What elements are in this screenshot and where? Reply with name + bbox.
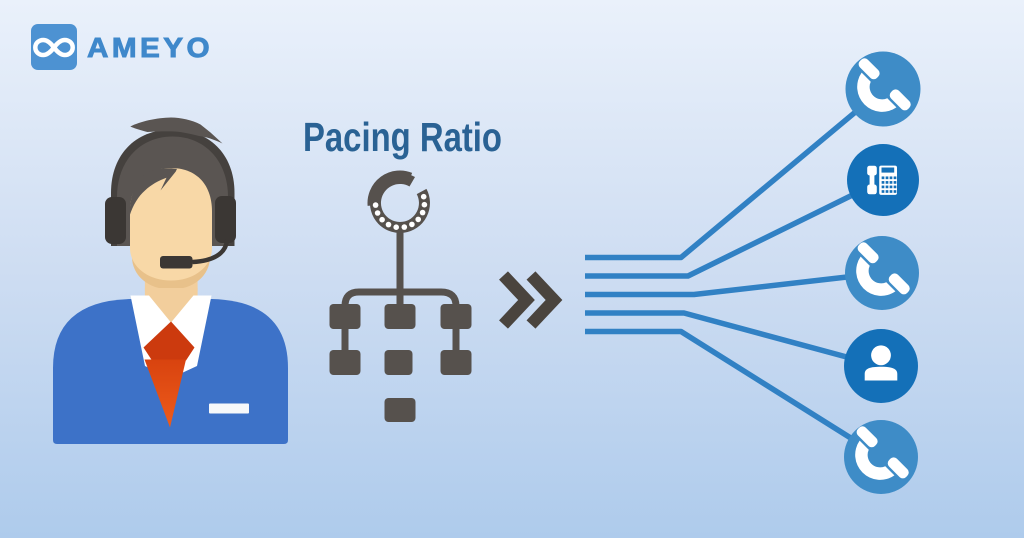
svg-text:Pacing Ratio: Pacing Ratio (303, 114, 502, 160)
svg-text:AMEYO: AMEYO (87, 32, 213, 63)
